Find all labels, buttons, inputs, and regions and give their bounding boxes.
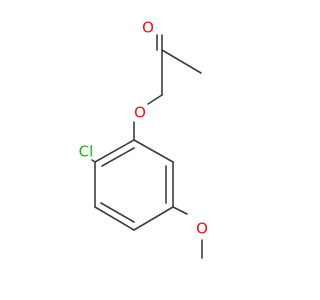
ring-bond-3 (133, 206, 174, 231)
structure-canvas: O O Cl O (78, 18, 208, 259)
ether-oxygen-label: O (134, 104, 146, 122)
chlorine-label: Cl (79, 143, 94, 161)
bond-ch2-ether-o (147, 94, 163, 105)
ring-bond-1 (133, 139, 174, 163)
ring-bond-6-inner (101, 147, 135, 167)
methoxy-oxygen-label: O (196, 220, 208, 238)
carbonyl-oxygen-label: O (142, 19, 154, 37)
ring-bond-4-inner (100, 202, 135, 223)
bond-ring-methoxy-o (172, 206, 188, 215)
bond-methyl-carbonyl (161, 49, 202, 74)
bond-ring-chlorine (91, 159, 96, 163)
atom-labels: O O Cl O (79, 19, 208, 238)
ring-bond-6 (94, 139, 135, 163)
ring-bond-4 (94, 206, 135, 231)
bonds (91, 34, 203, 259)
molecule-diagram: O O Cl O (79, 19, 208, 259)
